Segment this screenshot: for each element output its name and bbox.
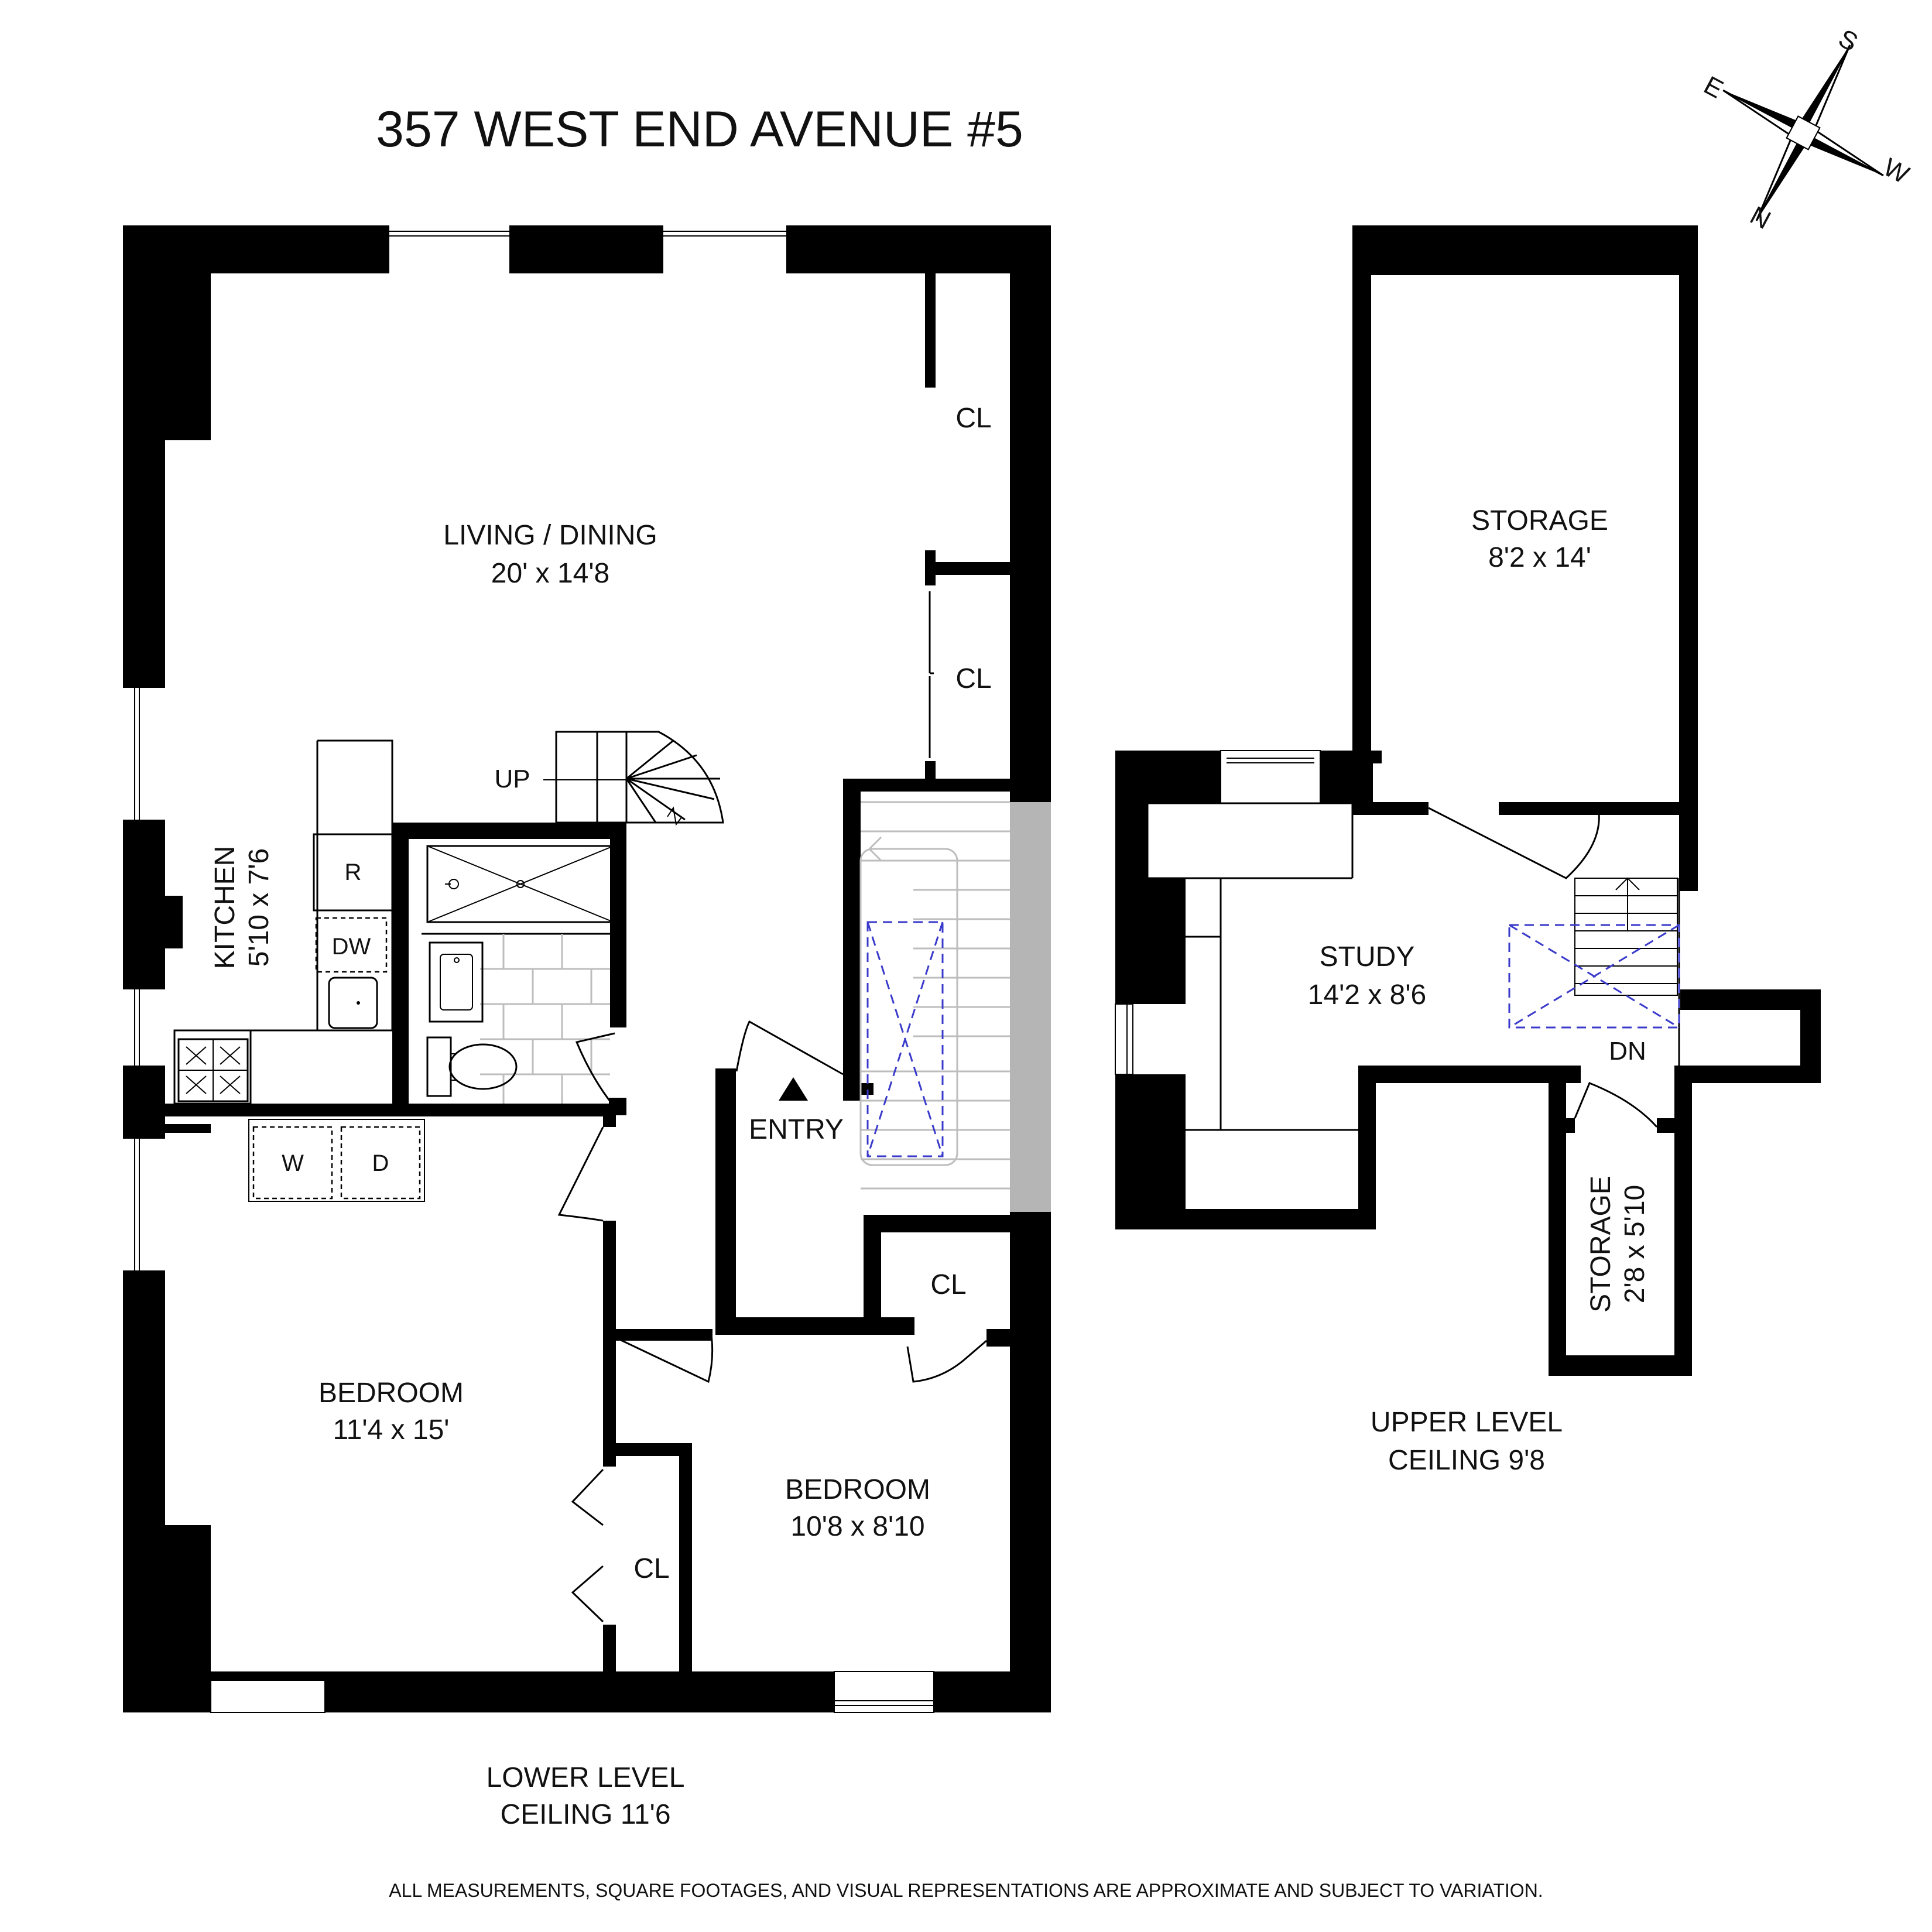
stairwell — [859, 801, 1010, 1190]
window — [663, 225, 786, 273]
storage-dims: 8'2 x 14' — [1488, 542, 1591, 573]
small-storage-dims: 2'8 x 5'10 — [1619, 1185, 1650, 1303]
window — [123, 688, 165, 820]
shower — [426, 845, 615, 923]
closet-bifold-door — [929, 591, 934, 758]
entry-triangle-icon — [779, 1077, 808, 1101]
doors — [557, 1020, 987, 1623]
window — [1115, 1003, 1133, 1075]
study-name: STUDY — [1320, 941, 1415, 972]
lower-level-windows — [123, 225, 934, 1713]
stair-down-label: DN — [1609, 1037, 1646, 1066]
window — [834, 1671, 934, 1713]
lower-level-ceiling: CEILING 11'6 — [500, 1799, 670, 1830]
window — [1220, 750, 1321, 804]
bathroom-fixtures — [422, 845, 615, 1104]
window — [123, 1139, 165, 1270]
stairwell-shaft — [1010, 802, 1051, 1212]
closet-label: CL — [955, 663, 991, 694]
stair-up-label: UP — [494, 765, 530, 793]
bedroom-1-dims: 11'4 x 15' — [333, 1414, 450, 1445]
kitchen-counters — [173, 739, 393, 1105]
spiral-stair — [555, 731, 724, 826]
upper-stair — [1574, 877, 1678, 996]
refrigerator — [313, 833, 393, 912]
closet-label: CL — [955, 403, 991, 434]
tile-pattern — [480, 934, 610, 1104]
toilet-icon — [426, 1036, 518, 1097]
small-storage-name: STORAGE — [1585, 1176, 1616, 1313]
compass-rose-icon — [1722, 44, 1884, 221]
bedroom-2-dims: 10'8 x 8'10 — [790, 1511, 924, 1542]
living-dining-name: LIVING / DINING — [443, 520, 657, 551]
upper-level-ceiling: CEILING 9'8 — [1388, 1445, 1545, 1476]
skylight-outline — [866, 921, 944, 1157]
disclaimer-text: ALL MEASUREMENTS, SQUARE FOOTAGES, AND V… — [389, 1880, 1543, 1901]
washer — [252, 1126, 333, 1200]
window — [123, 989, 165, 1066]
plan-title: 357 WEST END AVENUE #5 — [376, 101, 1023, 157]
entry-label: ENTRY — [749, 1114, 844, 1145]
upper-level-details — [1115, 750, 1680, 1131]
stove-icon — [177, 1038, 249, 1102]
closet-label: CL — [930, 1269, 966, 1300]
lower-level-label: LOWER LEVEL — [487, 1762, 685, 1793]
upper-level-label: UPPER LEVEL — [1371, 1407, 1563, 1438]
refrigerator-label: R — [345, 859, 362, 885]
kitchen-dims: 5'10 x 7'6 — [244, 848, 275, 967]
kitchen-name: KITCHEN — [210, 846, 241, 970]
bedroom-1-name: BEDROOM — [318, 1378, 464, 1409]
dryer — [340, 1126, 421, 1200]
closet-label: CL — [633, 1553, 669, 1584]
dryer-label: D — [372, 1150, 389, 1176]
compass-w-label: W — [1879, 153, 1914, 190]
dishwasher-label: DW — [332, 934, 371, 960]
study-dims: 14'2 x 8'6 — [1308, 979, 1426, 1010]
window — [389, 225, 509, 273]
washer-dryer — [248, 1119, 425, 1202]
kitchen-sink — [328, 977, 378, 1029]
upper-skylight-outline — [1508, 924, 1680, 1029]
upper-level-walls — [1115, 225, 1821, 1376]
compass-s-label: S — [1834, 24, 1862, 57]
washer-label: W — [282, 1150, 304, 1176]
compass-e-label: E — [1699, 71, 1728, 104]
bathroom-sink — [429, 941, 484, 1023]
living-dining-dims: 20' x 14'8 — [491, 558, 609, 589]
storage-name: STORAGE — [1471, 505, 1608, 536]
dishwasher — [315, 917, 388, 973]
compass-n-label: N — [1745, 201, 1775, 235]
bedroom-2-name: BEDROOM — [785, 1474, 930, 1505]
window — [210, 1680, 326, 1713]
